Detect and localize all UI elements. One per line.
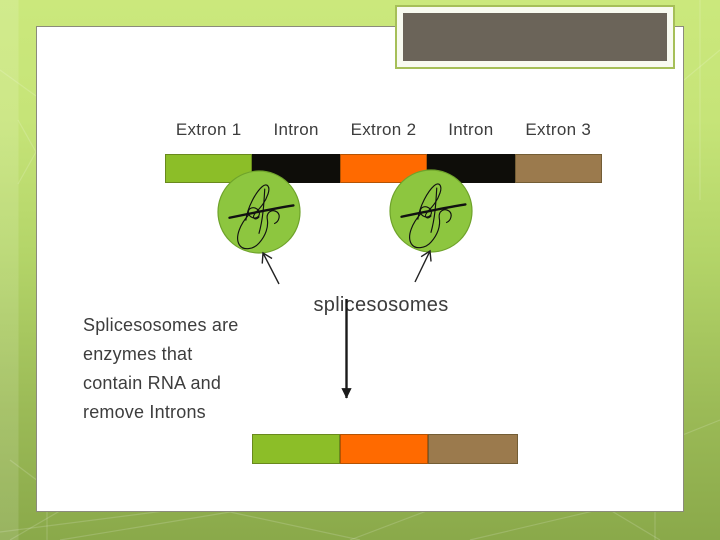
slide: Extron 1 Intron Extron 2 Intron Extron 3…	[36, 7, 684, 512]
gene-label-intron-2: Intron	[448, 120, 494, 139]
pre-mrna-bar	[165, 154, 602, 183]
gene-labels-row: Extron 1 Intron Extron 2 Intron Extron 3	[165, 120, 602, 142]
caption-line: enzymes that	[83, 344, 193, 364]
gene-label-extron-1: Extron 1	[175, 120, 242, 139]
spliced-segment-extron-1	[252, 434, 340, 464]
gene-label-intron-1: Intron	[273, 120, 319, 139]
gene-label-extron-3: Extron 3	[525, 120, 592, 139]
caption-text: Splicesosomes are enzymes that contain R…	[83, 311, 273, 427]
spliceosomes-label: splicesosomes	[313, 294, 449, 316]
spliced-segment-extron-2	[340, 434, 428, 464]
caption-line: remove Introns	[83, 402, 206, 422]
spliced-segment-extron-3	[428, 434, 518, 464]
segment-extron-1	[165, 154, 252, 183]
title-box	[397, 7, 673, 67]
segment-extron-3	[515, 154, 602, 183]
caption-line: Splicesosomes are	[83, 315, 239, 335]
caption-line: contain RNA and	[83, 373, 222, 393]
segment-extron-2	[340, 154, 427, 183]
segment-intron-2	[427, 154, 515, 183]
segment-intron-1	[252, 154, 340, 183]
spliced-mrna-bar	[252, 434, 518, 464]
gene-label-extron-2: Extron 2	[350, 120, 417, 139]
